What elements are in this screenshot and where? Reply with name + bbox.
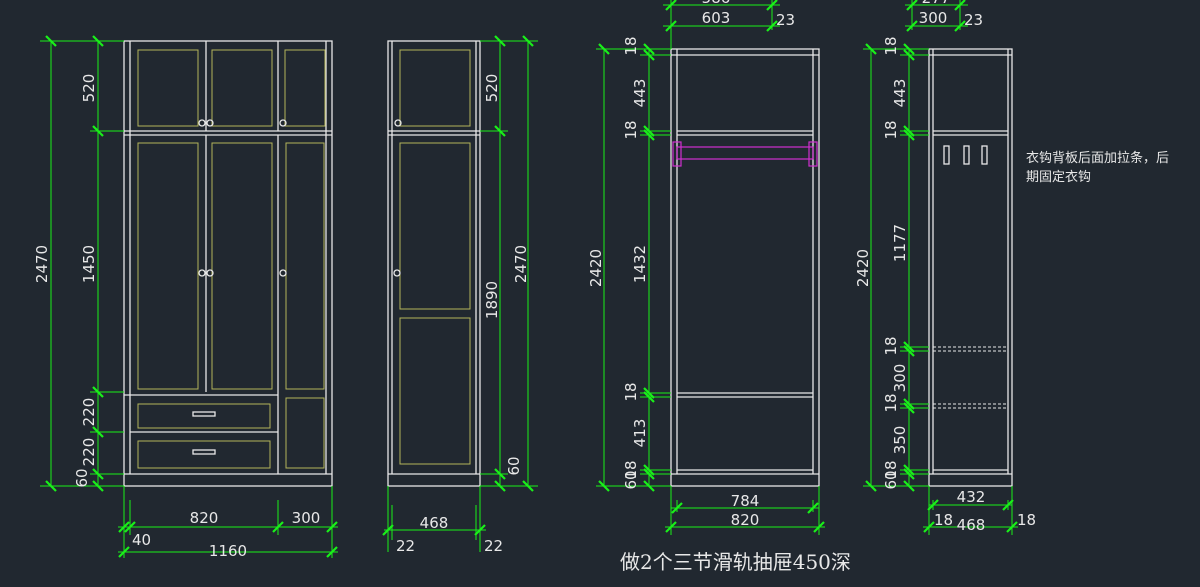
- section-left-height-5: 18: [622, 382, 640, 401]
- front-view: 2470 520 1450 220 220 60 820 300 40 1160: [33, 35, 338, 560]
- drawer-caption: 做2个三节滑轨抽屉450深: [620, 550, 851, 574]
- section-right-side-left: 18: [934, 511, 953, 529]
- hook-note-line-2: 期固定衣钩: [1026, 169, 1091, 185]
- front-height-2: 1450: [80, 245, 98, 283]
- section-left-top-width-2: 603: [702, 9, 731, 27]
- front-width-2: 300: [292, 509, 321, 527]
- section-right-height-8: 350: [891, 426, 909, 455]
- front-total-height: 2470: [33, 245, 51, 283]
- section-left-height-4: 1432: [631, 245, 649, 283]
- section-left-outer-width: 820: [731, 511, 760, 529]
- coat-hook: [981, 145, 988, 165]
- side-height-3: 60: [505, 456, 523, 475]
- section-right-total-height: 2420: [854, 249, 872, 287]
- section-left-height-2: 443: [631, 79, 649, 108]
- section-right-height-1: 18: [882, 36, 900, 55]
- section-right-height-3: 18: [882, 120, 900, 139]
- front-width-1: 820: [190, 509, 219, 527]
- section-right-side-right: 18: [1017, 511, 1036, 529]
- section-left-height-1: 18: [622, 36, 640, 55]
- section-left-height-6: 413: [631, 419, 649, 448]
- side-outline: [387, 40, 481, 487]
- section-right-outer-width: 468: [957, 516, 986, 534]
- front-outline: [123, 40, 333, 487]
- side-height-1: 520: [483, 74, 501, 103]
- hook-note-line-1: 衣钩背板后面加拉条，后: [1026, 150, 1169, 166]
- section-right-height-7: 18: [882, 393, 900, 412]
- front-height-3: 220: [80, 398, 98, 427]
- section-left-height-8: 60: [622, 470, 640, 489]
- section-right-top-width-3: 23: [964, 11, 983, 29]
- section-right-height-6: 300: [891, 364, 909, 393]
- section-right-height-5: 18: [882, 336, 900, 355]
- front-total-width: 1160: [209, 542, 247, 560]
- section-left-height-7: 18: [622, 460, 640, 479]
- section-right-inner-width: 432: [957, 488, 986, 506]
- section-right-height-10: 60: [882, 470, 900, 489]
- side-height-2: 1890: [483, 281, 501, 319]
- side-total-height: 2470: [512, 245, 530, 283]
- section-left-inner-width: 784: [731, 492, 760, 510]
- section-left-height-3: 18: [622, 120, 640, 139]
- section-right-top-width-1: 277: [922, 0, 951, 7]
- section-left-top-width-1: 586: [702, 0, 731, 7]
- section-left-view: 586 603 23 2420 18 443 18 1432 18 413 18: [587, 0, 825, 535]
- front-height-5: 60: [73, 468, 91, 487]
- section-right-outline: [928, 48, 1013, 487]
- section-left-top-width-3: 23: [776, 11, 795, 29]
- side-left-offset: 22: [396, 537, 415, 555]
- coat-hook: [963, 145, 970, 165]
- side-depth: 468: [420, 514, 449, 532]
- section-right-height-4: 1177: [891, 224, 909, 262]
- section-right-height-9: 18: [882, 460, 900, 479]
- section-left-total-height: 2420: [587, 249, 605, 287]
- side-right-offset: 22: [484, 537, 503, 555]
- section-right-top-width-2: 300: [919, 9, 948, 27]
- section-right-height-2: 443: [891, 79, 909, 108]
- hanging-rod: [676, 146, 814, 160]
- coat-hook: [943, 145, 950, 165]
- side-view: 520 1890 60 2470 468 22 22: [382, 35, 538, 555]
- front-offset: 40: [132, 531, 151, 549]
- section-right-view: 277 300 23 2420 18 443 18 1177: [854, 0, 1036, 535]
- front-height-1: 520: [80, 74, 98, 103]
- section-left-outline: [670, 48, 820, 487]
- front-height-4: 220: [80, 438, 98, 467]
